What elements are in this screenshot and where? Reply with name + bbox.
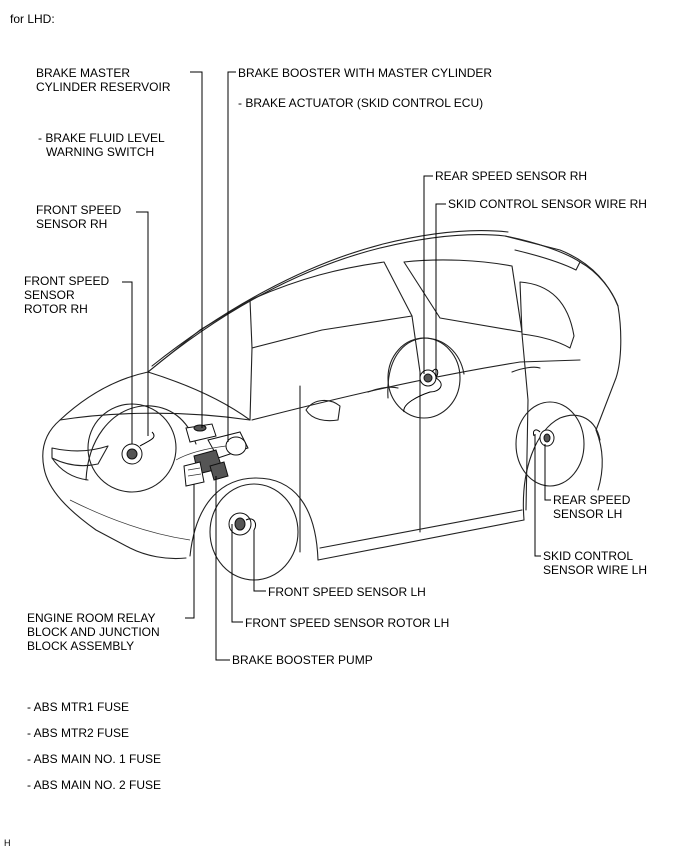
- label-front-rotor-rh-line2: SENSOR: [24, 288, 75, 302]
- label-skid-wire-rh: SKID CONTROL SENSOR WIRE RH: [448, 197, 647, 211]
- sensor-wires: [139, 368, 541, 531]
- fuse-item: - ABS MTR1 FUSE: [27, 700, 130, 714]
- diagram-title: for LHD:: [10, 12, 55, 26]
- wheels: [87, 337, 585, 581]
- label-booster: BRAKE BOOSTER WITH MASTER CYLINDER: [238, 66, 493, 80]
- label-fluid-switch-line2: WARNING SWITCH: [46, 145, 155, 159]
- label-relay-block-line3: BLOCK ASSEMBLY: [27, 639, 135, 653]
- label-rear-sensor-rh: REAR SPEED SENSOR RH: [435, 169, 588, 183]
- label-relay-block-line2: BLOCK AND JUNCTION: [27, 625, 160, 639]
- label-front-sensor-rh-line1: FRONT SPEED: [36, 203, 122, 217]
- label-booster-pump: BRAKE BOOSTER PUMP: [232, 653, 373, 667]
- label-front-rotor-lh: FRONT SPEED SENSOR ROTOR LH: [245, 616, 450, 630]
- car-outline: [42, 229, 622, 561]
- footer-code: H: [4, 838, 11, 848]
- label-rear-sensor-lh-line1: REAR SPEED: [553, 493, 631, 507]
- label-front-rotor-rh-line3: ROTOR RH: [24, 302, 88, 316]
- label-front-sensor-rh-line2: SENSOR RH: [36, 217, 108, 231]
- label-reservoir-line2: CYLINDER RESERVOIR: [36, 80, 171, 94]
- leader-lines: [122, 71, 551, 661]
- label-skid-wire-lh-line1: SKID CONTROL: [543, 549, 634, 563]
- fuse-item: - ABS MTR2 FUSE: [27, 726, 130, 740]
- label-rear-sensor-lh-line2: SENSOR LH: [553, 507, 623, 521]
- label-actuator: - BRAKE ACTUATOR (SKID CONTROL ECU): [238, 96, 484, 110]
- label-skid-wire-lh-line2: SENSOR WIRE LH: [543, 563, 648, 577]
- label-relay-block-line1: ENGINE ROOM RELAY: [27, 611, 156, 625]
- fuse-item: - ABS MAIN NO. 2 FUSE: [27, 778, 162, 792]
- label-fluid-switch-line1: - BRAKE FLUID LEVEL: [38, 131, 165, 145]
- label-front-rotor-rh-line1: FRONT SPEED: [24, 274, 110, 288]
- engine-components: [175, 423, 249, 487]
- fuse-item: - ABS MAIN NO. 1 FUSE: [27, 752, 162, 766]
- label-reservoir-line1: BRAKE MASTER: [36, 66, 131, 80]
- label-front-sensor-lh: FRONT SPEED SENSOR LH: [268, 585, 426, 599]
